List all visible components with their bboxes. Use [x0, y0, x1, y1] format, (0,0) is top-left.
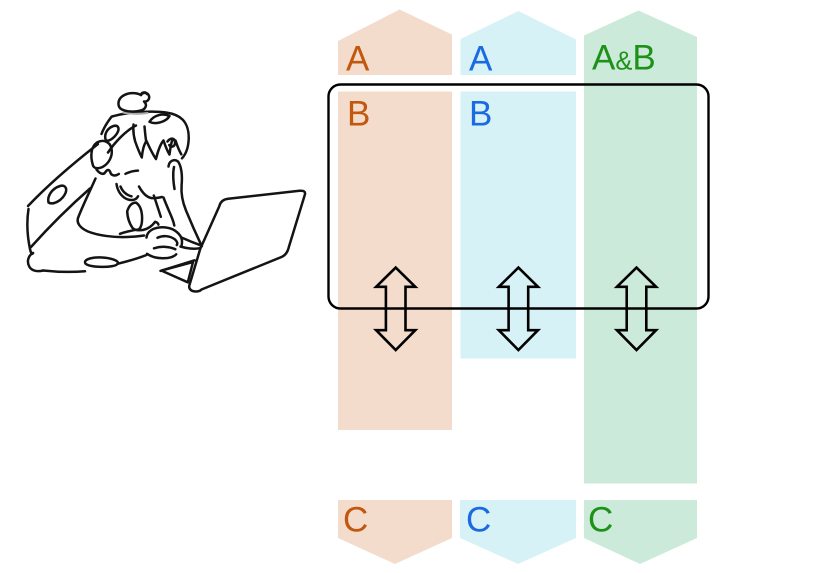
- svg-text:B: B: [469, 95, 492, 134]
- svg-text:C: C: [588, 501, 613, 540]
- svg-text:B: B: [347, 95, 370, 134]
- svg-text:C: C: [466, 501, 491, 540]
- svg-text:C: C: [343, 501, 368, 540]
- svg-text:A: A: [346, 40, 370, 79]
- svg-text:A: A: [469, 40, 493, 79]
